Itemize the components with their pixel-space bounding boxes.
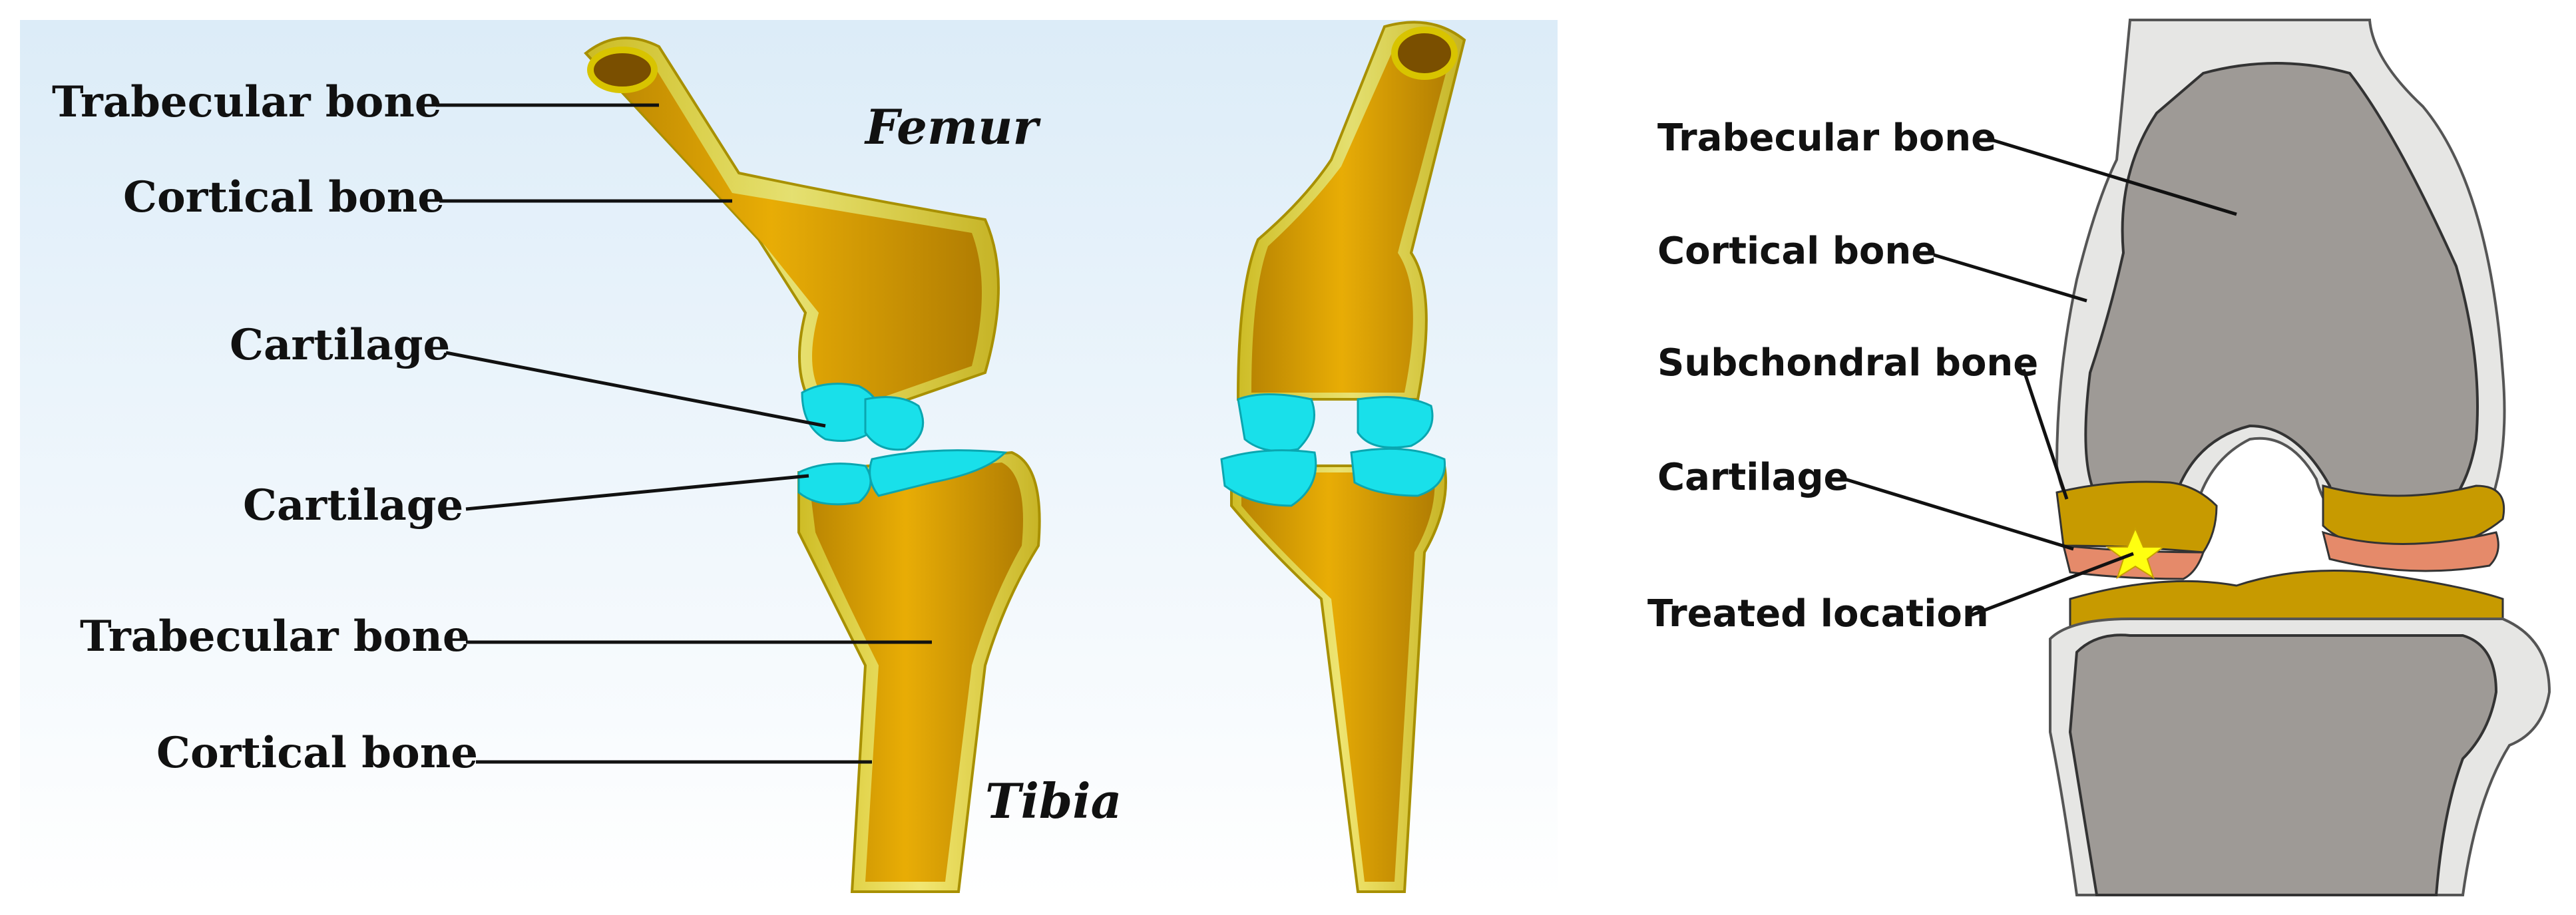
leader-right-treated (1970, 552, 2134, 618)
label-cortical-bone-bottom: Cortical bone (156, 728, 478, 778)
leader-cartilage-lower (465, 474, 809, 511)
leader-cartilage-upper (445, 351, 826, 428)
tibial-cartilage-medial (869, 449, 1008, 497)
front-femoral-cartilage-left (1237, 393, 1315, 453)
label-tibia: Tibia (985, 773, 1122, 829)
front-femur-inner (1251, 43, 1451, 393)
leader-right-cortical (1933, 253, 2087, 303)
leader-right-trabecular (1986, 136, 2237, 216)
label-right-treated-location: Treated location (1647, 592, 1989, 636)
femoral-cartilage-medial (864, 396, 925, 451)
front-femoral-cartilage-right (1357, 396, 1434, 449)
label-trabecular-bone-top: Trabecular bone (52, 77, 442, 127)
leader-right-subchondral (2022, 369, 2069, 500)
treated-location-star (2105, 526, 2165, 580)
front-tibia-inner (1241, 472, 1435, 882)
label-trabecular-bone-bottom: Trabecular bone (80, 612, 470, 661)
left-leader-lines (436, 103, 932, 764)
leader-right-cartilage (1840, 476, 2074, 551)
left-knee-model (584, 37, 1041, 893)
front-tibial-cartilage-right (1350, 447, 1446, 497)
label-right-cortical-bone: Cortical bone (1657, 230, 1937, 273)
right-section-diagram (2049, 19, 2551, 896)
tibia-trabecular-section (2068, 634, 2498, 896)
subchondral-band-right (2321, 530, 2499, 572)
femur-trabecular-section (2084, 62, 2479, 534)
front-femur-canal-opening (1391, 27, 1458, 80)
tibial-cartilage-band (2069, 570, 2504, 634)
label-right-cartilage: Cartilage (1657, 456, 1849, 499)
label-right-trabecular-bone: Trabecular bone (1657, 116, 1997, 160)
label-cortical-bone-top: Cortical bone (123, 172, 445, 222)
right-leader-lines (1840, 136, 2237, 618)
tibia-trabecular (809, 462, 1023, 882)
femur-canal-opening (587, 47, 658, 93)
label-cartilage-lower: Cartilage (243, 480, 464, 530)
label-right-subchondral-bone: Subchondral bone (1657, 341, 2039, 385)
femur-trabecular (599, 55, 982, 413)
tibial-cartilage (797, 462, 872, 506)
front-tibial-cartilage-left (1220, 449, 1317, 507)
label-femur: Femur (865, 98, 1038, 155)
label-cartilage-upper: Cartilage (230, 320, 451, 370)
front-knee-model (1220, 21, 1466, 893)
